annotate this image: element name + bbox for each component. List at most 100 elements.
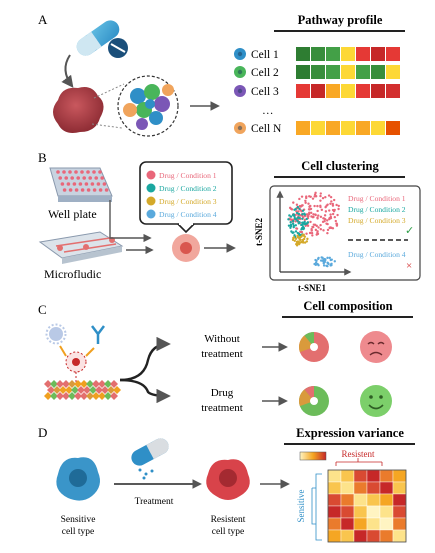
expression-cell <box>353 517 368 531</box>
expression-cell <box>353 469 368 483</box>
condition-bullet-icon <box>146 183 156 193</box>
condition-line-2: treatment <box>201 402 243 414</box>
well-plate-icon <box>49 167 113 202</box>
heatmap-cell <box>371 65 385 79</box>
cell-bullet-icon <box>234 85 246 97</box>
panel-c-title: Cell composition <box>303 299 392 313</box>
microfluidic-label: Microfludic <box>44 267 101 281</box>
heatmap-cell <box>356 65 370 79</box>
heatmap-cell <box>371 84 385 98</box>
heatmap-cell <box>341 47 355 61</box>
tsne-points <box>287 191 340 268</box>
panel-d: D Sensitive cell type Treatment Resisten… <box>38 425 415 543</box>
expression-heatmap <box>327 469 407 543</box>
tsne-legend-label: Drug / Condition 2 <box>348 205 406 214</box>
expression-cell <box>353 493 368 507</box>
panel-c: C Cell composition WithouttreatmentDrugt… <box>38 299 413 417</box>
expression-cell <box>327 469 342 483</box>
heatmap-side-label: Sensitive <box>296 489 306 522</box>
heatmap-cell <box>356 84 370 98</box>
expression-cell <box>379 493 394 507</box>
heatmap-cell <box>326 84 340 98</box>
panel-d-title: Expression variance <box>296 426 404 440</box>
cell-bullet-icon <box>234 122 246 134</box>
panel-a-letter: A <box>38 12 48 27</box>
expression-cell <box>340 517 355 531</box>
expression-cell <box>392 481 407 495</box>
tsne-legend-label: Drug / Condition 3 <box>348 216 406 225</box>
treatment-label: Treatment <box>135 497 174 507</box>
heatmap-cell <box>326 121 340 135</box>
well-plate-label: Well plate <box>48 207 97 221</box>
virus-icon <box>45 323 67 345</box>
tsne-legend-label: Drug / Condition 4 <box>348 250 406 259</box>
expression-cell <box>353 529 368 543</box>
tsne-ylabel: t-SNE2 <box>254 218 264 247</box>
expression-cell <box>327 505 342 519</box>
expression-cell <box>379 529 394 543</box>
happy-face-icon <box>360 385 392 417</box>
expression-cell <box>392 505 407 519</box>
expression-cell <box>366 517 381 531</box>
expression-cell <box>392 529 407 543</box>
heatmap-cell <box>311 47 325 61</box>
heatmap-cell <box>296 121 310 135</box>
condition-bullet-icon <box>146 196 156 206</box>
panel-a-title: Pathway profile <box>298 13 383 27</box>
expression-cell <box>392 517 407 531</box>
sensitive-cell-icon <box>56 457 100 501</box>
condition-line-1: Drug <box>211 387 234 399</box>
heatmap-cell <box>356 47 370 61</box>
cell-cluster <box>123 84 174 130</box>
tumor-icon <box>53 87 104 133</box>
heatmap-cell <box>341 65 355 79</box>
heatmap-cell <box>386 121 400 135</box>
expression-cell <box>379 469 394 483</box>
heatmap-cell <box>341 84 355 98</box>
panel-b: B Well plate Microfludic Drug / Conditio… <box>38 150 421 293</box>
heatmap-cell <box>311 121 325 135</box>
cell-bullet-icon <box>234 66 246 78</box>
condition-bullet-icon <box>146 170 156 180</box>
heatmap-cell <box>356 121 370 135</box>
condition-list: Drug / Condition 1 Drug / Condition 2 Drug… <box>146 170 217 219</box>
branch-arrow-top <box>119 336 171 382</box>
pathway-heatmap <box>296 47 400 135</box>
heatmap-cell <box>386 84 400 98</box>
arrow-plate-to-cell <box>109 200 152 243</box>
heatmap-cell <box>341 121 355 135</box>
condition-label: Drug / Condition 3 <box>159 197 217 206</box>
expression-cell <box>353 481 368 495</box>
expression-cell <box>340 505 355 519</box>
expression-cell <box>327 493 342 507</box>
branch-arrow-bottom <box>119 378 171 404</box>
condition-label: Drug / Condition 4 <box>159 210 217 219</box>
heatmap-cell <box>371 47 385 61</box>
heatmap-cell <box>296 65 310 79</box>
cross-icon: × <box>406 260 412 272</box>
heatmap-cell <box>311 65 325 79</box>
heatmap-cell <box>296 84 310 98</box>
heatmap-cell <box>386 65 400 79</box>
heatmap-cell <box>326 47 340 61</box>
cell-label: Cell 1 <box>251 49 279 61</box>
expression-cell <box>366 481 381 495</box>
expression-cell <box>353 505 368 519</box>
heatmap-cell <box>386 47 400 61</box>
resistant-cell-icon <box>206 459 250 500</box>
heatmap-cell <box>371 121 385 135</box>
expression-cell <box>340 469 355 483</box>
sad-face-icon <box>360 331 392 363</box>
condition-label: Drug / Condition 1 <box>159 171 217 180</box>
expression-cell <box>327 481 342 495</box>
expression-cell <box>366 505 381 519</box>
panel-c-letter: C <box>38 302 47 317</box>
cell-label: Cell N <box>251 123 282 135</box>
treatment-pill-icon <box>131 438 169 466</box>
tissue-cells <box>44 380 121 400</box>
condition-label: Drug / Condition 2 <box>159 184 217 193</box>
heatmap-cell <box>326 65 340 79</box>
